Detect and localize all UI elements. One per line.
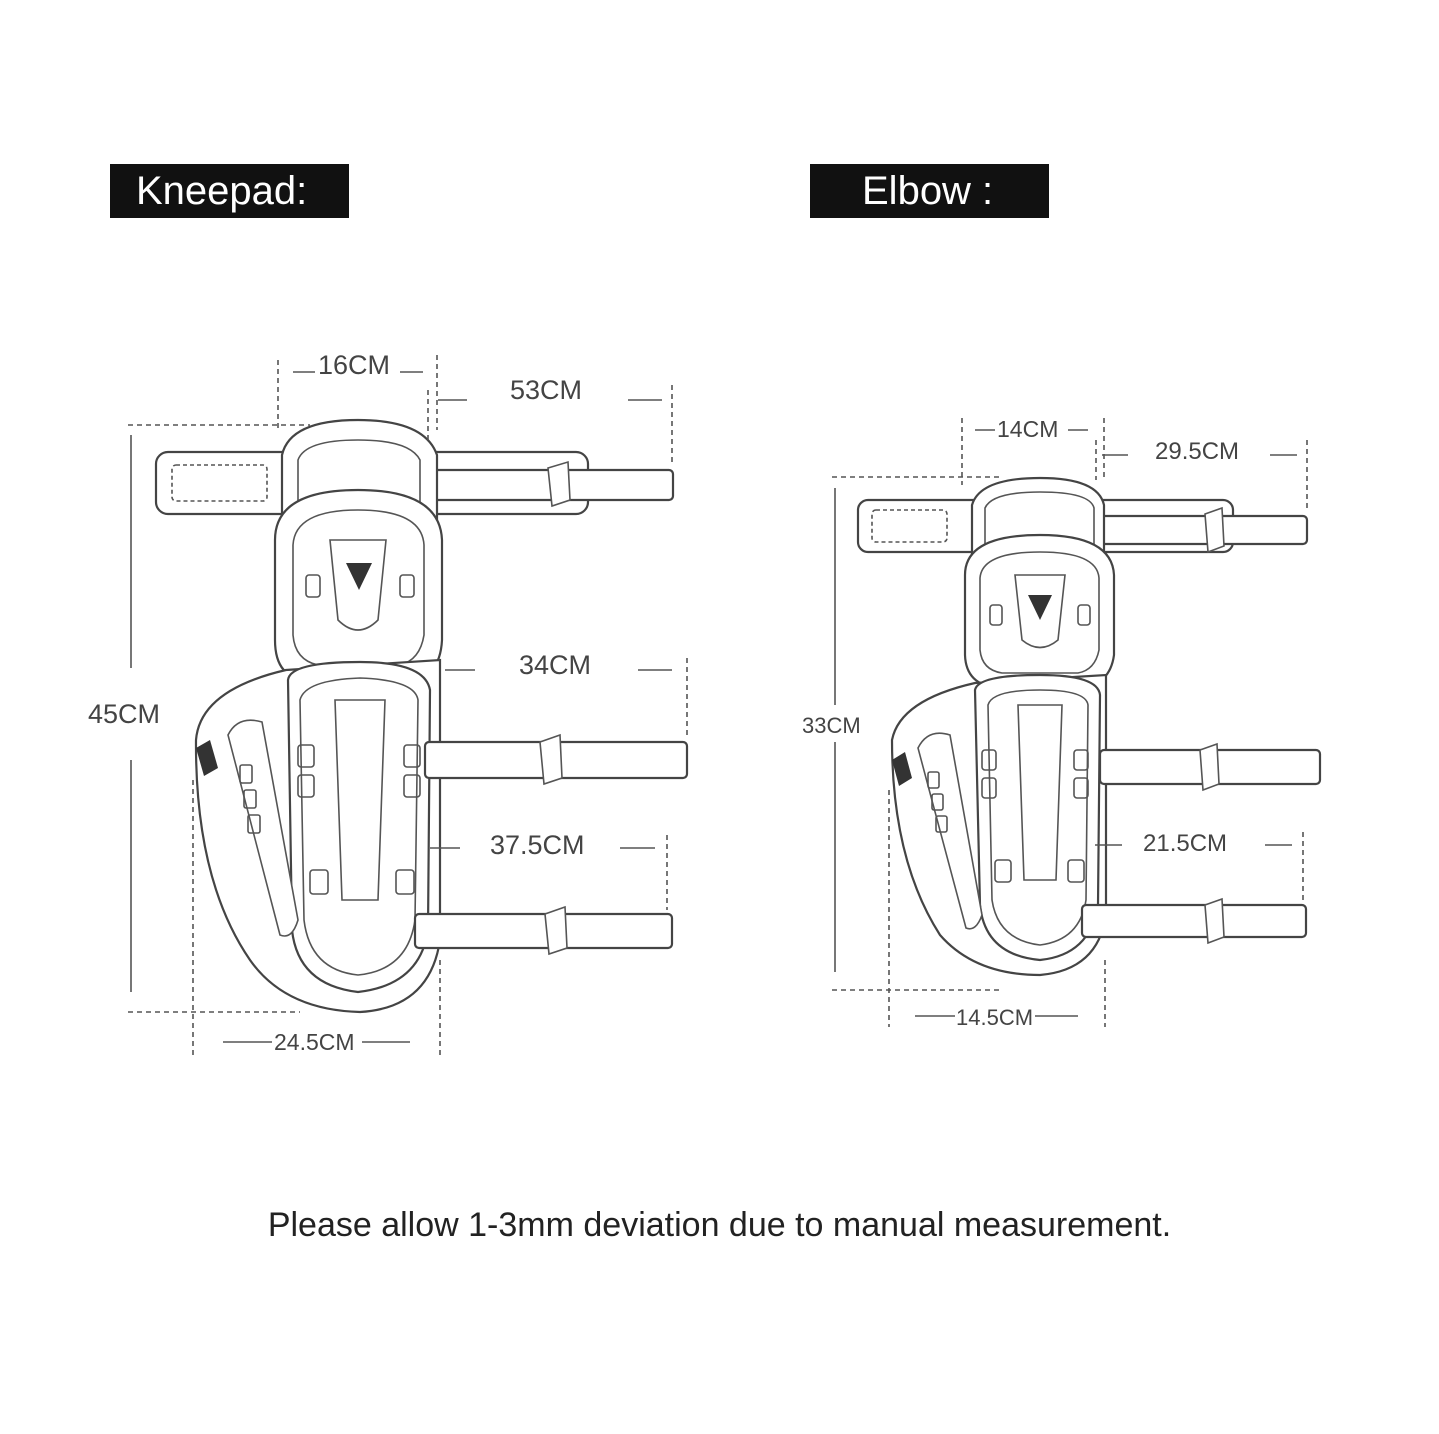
elbow-illustration [856,476,1322,977]
elbow-bottom-width-label: 14.5CM [956,1005,1033,1030]
measurement-disclaimer: Please allow 1-3mm deviation due to manu… [267,1206,1172,1244]
kneepad-middle-strap-label: 34CM [519,650,591,680]
kneepad-bottom-width-label: 24.5CM [274,1029,355,1055]
kneepad-dimensions [128,355,688,1055]
kneepad-height-label: 45CM [88,699,160,729]
kneepad-top-strap-label: 53CM [510,375,582,405]
elbow-title-text: Elbow : [862,168,994,213]
kneepad-title: Kneepad: [110,164,349,218]
kneepad-top-width-label: 16CM [318,350,390,380]
kneepad-illustration [154,418,689,1014]
elbow-labels: 14CM 29.5CM 21.5CM 33CM 14.5CM [802,416,1239,1030]
elbow-title: Elbow : [810,164,1049,218]
kneepad-bottom-strap-label: 37.5CM [490,830,585,860]
elbow-dimensions [832,418,1308,1027]
elbow-bottom-strap-label: 21.5CM [1143,830,1227,857]
elbow-top-strap-label: 29.5CM [1155,438,1239,465]
kneepad-title-text: Kneepad: [136,168,308,213]
elbow-top-width-label: 14CM [997,416,1058,442]
elbow-height-label: 33CM [802,713,861,738]
kneepad-labels: 16CM 53CM 34CM 37.5CM 45CM 24.5CM [88,350,591,1055]
